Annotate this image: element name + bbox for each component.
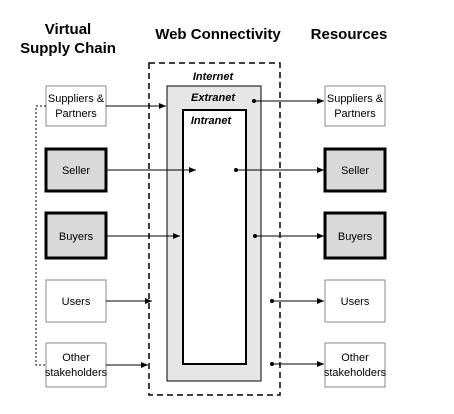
right-box-buyers-label: Buyers [338,231,373,243]
left-box-users: Users [45,279,107,323]
header-right: Resources [311,26,388,43]
header-left-line2: Supply Chain [20,40,116,57]
left-box-suppliers: Suppliers & Partners [45,85,107,127]
left-box-other-line1: Other [62,352,90,364]
right-box-seller-label: Seller [341,165,369,177]
right-box-other-line2: stakeholders [324,367,387,379]
left-box-buyers: Buyers [44,211,108,260]
left-box-buyers-label: Buyers [59,231,94,243]
left-box-seller: Seller [44,147,108,193]
right-box-suppliers-line1: Suppliers & [327,93,384,105]
right-box-seller: Seller [323,147,387,193]
header-left-line1: Virtual [45,21,91,38]
left-box-suppliers-line2: Partners [55,108,97,120]
left-box-seller-label: Seller [62,165,90,177]
intranet-area [182,109,247,365]
right-box-users: Users [324,279,386,323]
header-middle: Web Connectivity [155,26,281,43]
left-box-suppliers-line1: Suppliers & [48,93,105,105]
right-box-other-line1: Other [341,352,369,364]
left-box-other-line2: stakeholders [45,367,108,379]
internet-label: Internet [193,71,235,83]
right-box-other: Other stakeholders [324,342,387,388]
right-box-suppliers: Suppliers & Partners [324,85,386,127]
left-box-users-label: Users [62,296,91,308]
left-box-other: Other stakeholders [45,342,108,388]
left-dotted-connector [35,105,46,366]
right-box-buyers: Buyers [323,211,387,260]
right-box-users-label: Users [341,296,370,308]
intranet-label: Intranet [191,115,233,127]
right-box-suppliers-line2: Partners [334,108,376,120]
extranet-label: Extranet [191,92,236,104]
